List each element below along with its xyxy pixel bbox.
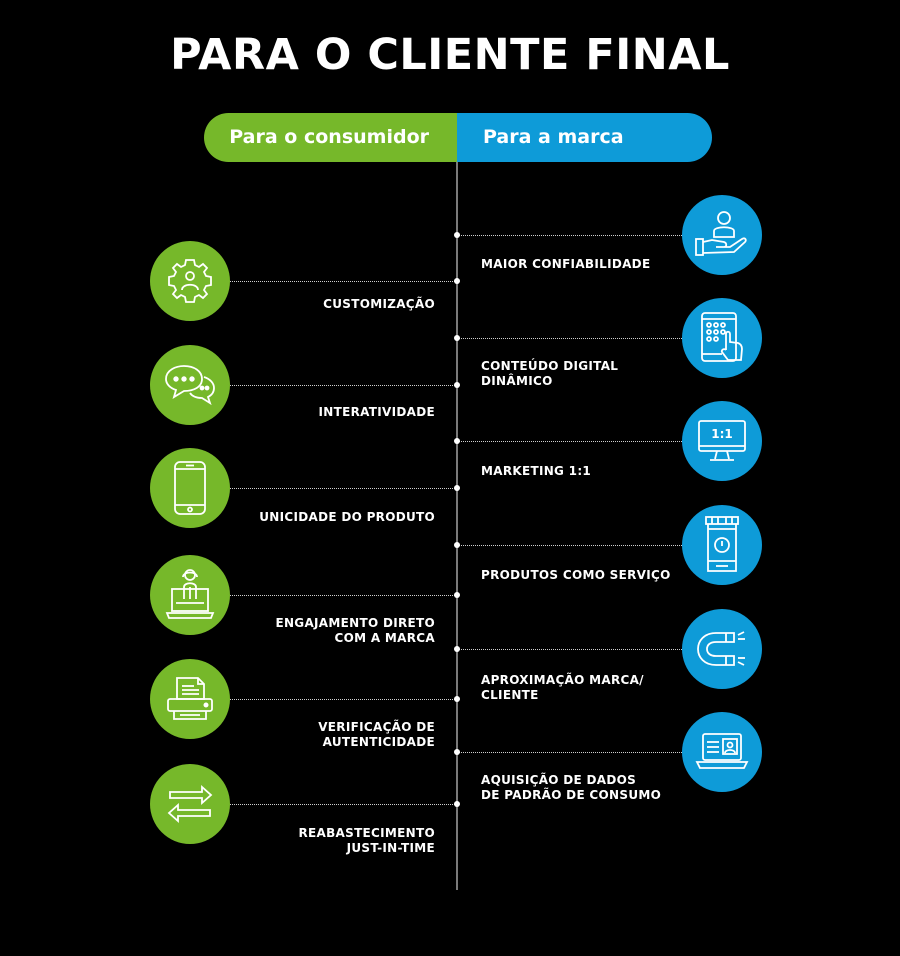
laptop-person-icon [150, 555, 230, 635]
tablet-touch-icon [682, 298, 762, 378]
connector [230, 595, 457, 596]
timeline-dot [454, 278, 460, 284]
brand-item-label: PRODUTOS COMO SERVIÇO [481, 568, 671, 582]
connector [457, 545, 682, 546]
exchange-arrows-icon [150, 764, 230, 844]
laptop-profile-icon [682, 712, 762, 792]
timeline-dot [454, 438, 460, 444]
connector [457, 649, 682, 650]
brand-item-label: CONTEÚDO DIGITAL DINÂMICO [481, 359, 619, 388]
tab-brand: Para a marca [457, 113, 712, 162]
consumer-item-label: CUSTOMIZAÇÃO [323, 297, 435, 311]
brand-item-label: MAIOR CONFIABILIDADE [481, 257, 651, 271]
timeline-dot [454, 646, 460, 652]
connector [230, 804, 457, 805]
consumer-item-label: ENGAJAMENTO DIRETO COM A MARCA [275, 616, 435, 645]
consumer-item-label: REABASTECIMENTO JUST-IN-TIME [298, 826, 435, 855]
hand-person-icon [682, 195, 762, 275]
tab-consumer: Para o consumidor [204, 113, 457, 162]
connector [457, 235, 682, 236]
timeline-dot [454, 801, 460, 807]
magnet-icon [682, 609, 762, 689]
connector [457, 441, 682, 442]
timeline-dot [454, 592, 460, 598]
connector [230, 699, 457, 700]
connector [230, 385, 457, 386]
timeline-dot [454, 696, 460, 702]
connector [230, 488, 457, 489]
timeline-dot [454, 232, 460, 238]
monitor-icon-text: 1:1 [711, 427, 733, 441]
brand-item-label: APROXIMAÇÃO MARCA/ CLIENTE [481, 673, 644, 702]
gear-person-icon [150, 241, 230, 321]
monitor-icon: 1:1 [682, 401, 762, 481]
timeline-dot [454, 485, 460, 491]
timeline-dot [454, 749, 460, 755]
connector [457, 338, 682, 339]
printer-icon [150, 659, 230, 739]
consumer-item-label: VERIFICAÇÃO DE AUTENTICIDADE [318, 720, 435, 749]
page-title: PARA O CLIENTE FINAL [170, 30, 730, 80]
timeline-dot [454, 335, 460, 341]
brand-item-label: MARKETING 1:1 [481, 464, 592, 478]
timeline-dot [454, 382, 460, 388]
connector [457, 752, 682, 753]
chat-bubbles-icon [150, 345, 230, 425]
smartphone-icon [150, 448, 230, 528]
consumer-item-label: INTERATIVIDADE [318, 405, 435, 419]
timeline-axis [456, 162, 458, 890]
consumer-item-label: UNICIDADE DO PRODUTO [259, 510, 435, 524]
connector [230, 281, 457, 282]
dispenser-icon [682, 505, 762, 585]
brand-item-label: AQUISIÇÃO DE DADOS DE PADRÃO DE CONSUMO [481, 773, 662, 802]
tab-consumer-label: Para o consumidor [229, 126, 429, 148]
timeline-dot [454, 542, 460, 548]
tab-brand-label: Para a marca [483, 126, 624, 148]
